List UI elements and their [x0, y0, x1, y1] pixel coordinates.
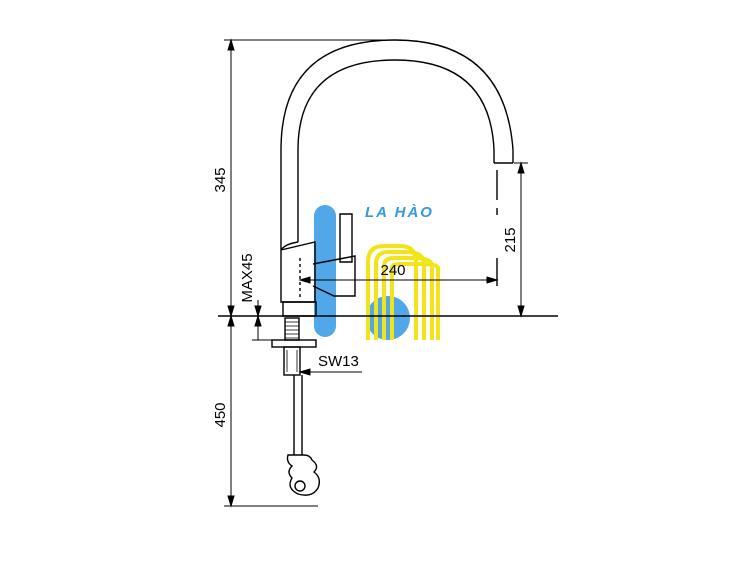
dimension-215-label: 215 — [502, 227, 519, 252]
dimension-wrench — [298, 368, 362, 376]
logo-blue-bar — [314, 205, 336, 337]
body-left — [280, 242, 298, 303]
supply-hose — [293, 375, 303, 455]
mounting-nut — [283, 346, 301, 376]
spout-inner — [297, 59, 495, 242]
dimension-450-label: 450 — [212, 402, 229, 427]
hose-connector — [286, 454, 321, 496]
dimension-max-deck — [252, 300, 282, 341]
dimension-reach — [298, 276, 499, 284]
watermark-brand-text: LA HÀO — [365, 204, 434, 221]
watermark-logo: LA HÀO — [314, 204, 440, 340]
body-collar — [280, 241, 299, 251]
logo-yellow-arches — [366, 244, 440, 340]
dimension-total-height — [224, 38, 398, 318]
mounting-washer — [271, 339, 317, 348]
handle-lever — [339, 213, 353, 263]
dimension-outlet-height — [514, 161, 528, 318]
dimension-345-label: 345 — [212, 167, 229, 192]
dimension-sw13-label: SW13 — [318, 353, 359, 370]
dimension-240-label: 240 — [380, 262, 405, 279]
deck-base — [282, 301, 317, 317]
logo-blue-circle — [366, 296, 410, 340]
body-right — [280, 241, 316, 303]
dimension-max45-label: MAX45 — [239, 253, 256, 302]
mounting-assembly — [271, 317, 321, 496]
dimension-hose-length — [224, 314, 318, 508]
handle-base — [312, 255, 356, 297]
threaded-stud — [284, 317, 300, 341]
connector-ring — [294, 480, 306, 492]
